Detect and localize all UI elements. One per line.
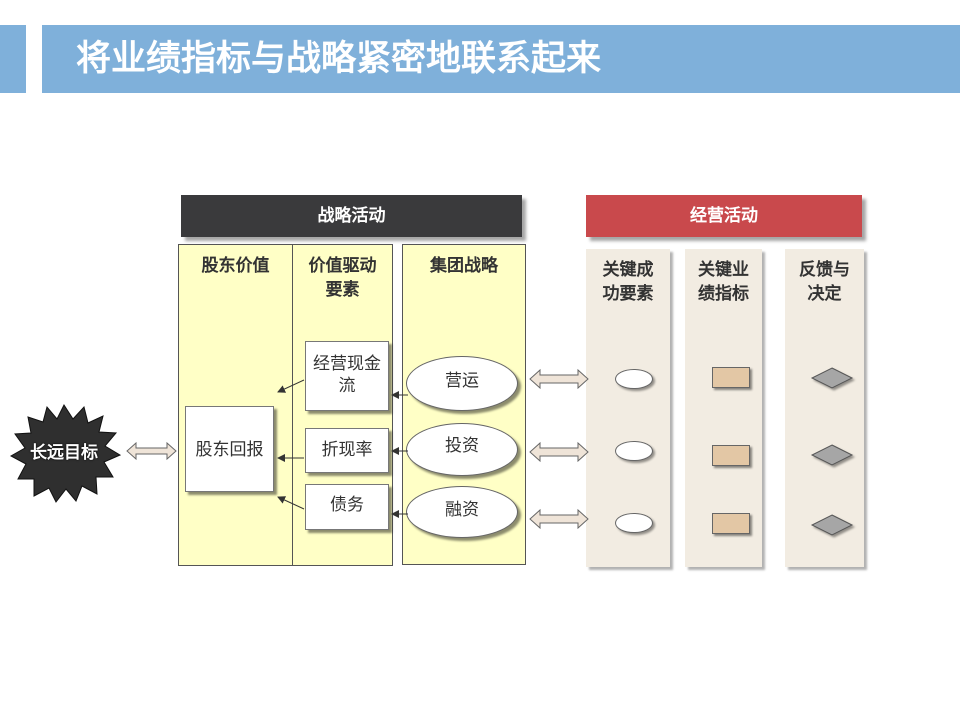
value-drivers-heading: 价值驱动 要素 [308, 256, 377, 300]
group-strategy-heading: 集团战略 [430, 256, 498, 276]
header-accent [0, 25, 26, 93]
feedback-decision-heading: 反馈与 决定 [799, 260, 850, 304]
driver-discount-rate-box: 折现率 [305, 428, 389, 473]
strategy-investment-ellipse: 投资 [406, 423, 518, 476]
driver-debt-box: 债务 [305, 484, 389, 530]
shareholder-return-box: 股东回报 [185, 406, 274, 492]
arrow-debt-to-return [277, 496, 305, 510]
operations-activities-header: 经营活动 [586, 195, 862, 237]
page-title: 将业绩指标与战略紧密地联系起来 [76, 39, 602, 79]
kpi-marker [712, 445, 750, 466]
decision-diamond [810, 367, 854, 389]
decision-diamonds [810, 367, 854, 536]
strategy-operations-ellipse: 营运 [406, 356, 518, 411]
key-success-factors-heading: 关键成 功要素 [602, 260, 654, 304]
link-double-arrows [126, 368, 589, 530]
kpi-marker [712, 367, 750, 388]
decision-diamond [810, 514, 854, 536]
success-factor-marker [615, 513, 653, 533]
feedback-decision-column [785, 249, 864, 567]
double-arrow-goal [126, 441, 177, 461]
long-term-goal-starburst [9, 403, 122, 503]
success-factor-marker [615, 441, 653, 461]
header-bar [42, 25, 960, 93]
key-performance-indicators-heading: 关键业 绩指标 [698, 260, 749, 304]
double-arrow-operations [529, 368, 589, 390]
flow-arrows [277, 379, 408, 518]
success-factor-marker [615, 369, 653, 389]
strategy-activities-header: 战略活动 [181, 195, 522, 237]
long-term-goal-label: 长远目标 [30, 443, 98, 463]
arrow-cashflow-to-return [277, 379, 305, 393]
double-arrow-investment [529, 441, 589, 463]
decision-diamond [810, 444, 854, 466]
shareholder-value-heading: 股东价值 [201, 256, 270, 276]
kpi-marker [712, 513, 750, 534]
double-arrow-financing [529, 508, 589, 530]
strategy-financing-ellipse: 融资 [406, 486, 518, 538]
driver-operating-cashflow-box: 经营现金 流 [305, 341, 389, 411]
